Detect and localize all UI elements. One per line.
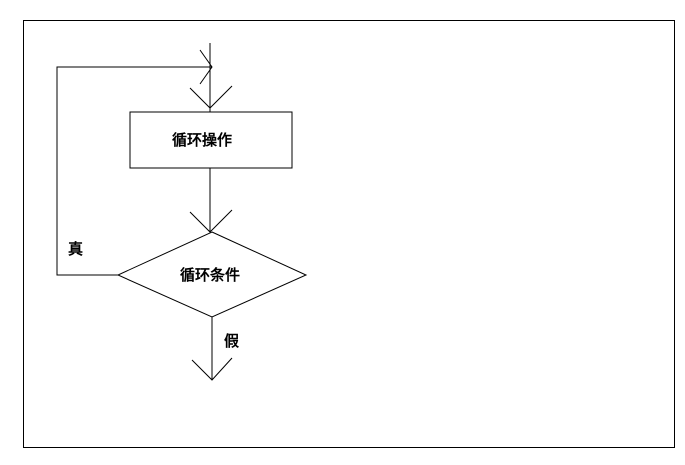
loop-condition-label: 循环条件 <box>180 266 241 284</box>
true-branch-label: 真 <box>68 240 84 258</box>
true-branch-arrowhead <box>199 49 213 85</box>
body-to-condition-arrowhead <box>189 209 233 233</box>
true-branch-loopback-line <box>56 66 212 276</box>
entry-arrowhead <box>189 85 233 109</box>
loop-body-label: 循环操作 <box>172 131 233 149</box>
false-branch-label: 假 <box>224 332 240 350</box>
loop-body-box <box>129 111 293 169</box>
false-branch-arrowhead <box>191 357 233 381</box>
diagram-frame <box>23 20 675 448</box>
